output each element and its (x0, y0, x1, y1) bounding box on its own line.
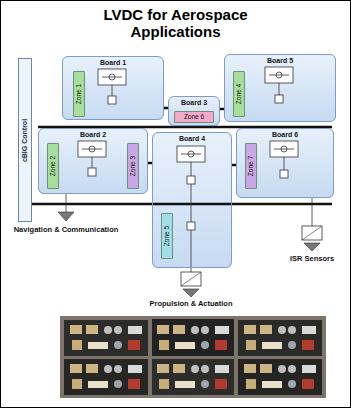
converter-symbol (109, 74, 115, 80)
board-label: Board 1 (63, 58, 163, 67)
converter-symbol (276, 72, 282, 78)
slide-title: LVDC for Aerospace Applications (81, 6, 271, 40)
pcb (64, 359, 148, 395)
pcb (64, 320, 148, 356)
wire (66, 194, 67, 212)
converter-symbol (281, 146, 287, 152)
board-label: Board 2 (39, 130, 147, 139)
board-fill (236, 128, 334, 198)
wire (279, 83, 280, 95)
switch-symbol (275, 95, 283, 103)
board-box: Board 1 Zone 1 (62, 56, 164, 120)
converter-symbol (82, 149, 102, 150)
pcb-components (157, 364, 229, 389)
pcb-components (70, 325, 142, 350)
zone-label: Zone 6 (184, 113, 204, 121)
converter-box (302, 226, 322, 240)
zone-strip: Zone 1 (73, 71, 85, 117)
pcb-components (244, 364, 316, 389)
board-box: Board 2 Zone 2 Zone 3 (38, 128, 148, 194)
converter-symbol (181, 272, 201, 286)
converter-symbol (274, 149, 294, 150)
zone-label: Zone 4 (235, 84, 243, 104)
board-box: Board 6 Zone 7 (236, 128, 334, 198)
board-fill (62, 56, 164, 120)
zone-label: Zone 2 (49, 156, 57, 176)
pcb (238, 320, 322, 356)
converter-box (265, 67, 293, 83)
load-symbol (304, 243, 320, 251)
control-label: cBIG Control (21, 118, 30, 161)
zone-strip: Zone 7 (245, 143, 257, 189)
converter-symbol (181, 154, 201, 155)
board-box: Board 5 Zone 4 (224, 54, 336, 122)
zone-label: Zone 5 (163, 226, 171, 246)
hardware-photo (60, 316, 326, 398)
board-fill (168, 96, 220, 126)
pcb-components (244, 325, 316, 350)
load-symbol (183, 289, 199, 297)
pcb-components (157, 325, 229, 350)
board-fill (38, 128, 148, 194)
pcb (152, 319, 234, 356)
wire (112, 85, 113, 96)
converter-box (177, 146, 205, 162)
load-label: ISR Sensors (289, 254, 335, 264)
converter-symbol (102, 77, 122, 78)
zone-label: Zone 7 (247, 156, 255, 176)
switch-symbol (187, 222, 195, 230)
converter-symbol (89, 146, 95, 152)
converter-box (270, 141, 298, 157)
control-band: cBIG Control (18, 58, 32, 222)
board-fill (224, 54, 336, 122)
pcb (152, 359, 234, 395)
load-symbol (58, 212, 74, 221)
switch-symbol (108, 96, 116, 104)
zone-label: Zone 1 (75, 84, 83, 104)
board-label: Board 6 (237, 130, 333, 139)
wire (191, 230, 192, 272)
zone-strip: Zone 5 (161, 213, 173, 259)
converter-symbol (302, 226, 322, 240)
switch-symbol (280, 170, 288, 178)
zone-strip: Zone 6 (174, 111, 214, 123)
zone-strip: Zone 2 (47, 143, 59, 189)
wire (284, 157, 285, 170)
converter-box (98, 69, 126, 85)
load-label: Navigation & Communication (13, 225, 120, 235)
converter-box (78, 141, 106, 157)
board-label: Board 5 (225, 56, 335, 65)
board-fill (152, 132, 232, 268)
wire (92, 157, 93, 168)
load-label: Propulsion & Actuation (148, 299, 233, 309)
switch-symbol (187, 176, 195, 184)
pcb (238, 359, 322, 395)
board-box: Board 4 Zone 5 (152, 132, 232, 268)
board-label: Board 4 (153, 134, 231, 143)
board-box: Board 3 Zone 6 (168, 96, 220, 126)
converter-box (181, 272, 201, 286)
wire (191, 184, 192, 222)
wire (191, 162, 192, 176)
converter-symbol (188, 151, 194, 157)
zone-strip: Zone 3 (127, 143, 139, 189)
wire (312, 198, 313, 226)
zone-strip: Zone 4 (233, 71, 245, 117)
zone-label: Zone 3 (129, 156, 137, 176)
pcb-components (70, 364, 142, 389)
converter-symbol (269, 75, 289, 76)
board-label: Board 3 (169, 98, 219, 107)
dc-bus (32, 203, 332, 206)
switch-symbol (88, 168, 96, 176)
